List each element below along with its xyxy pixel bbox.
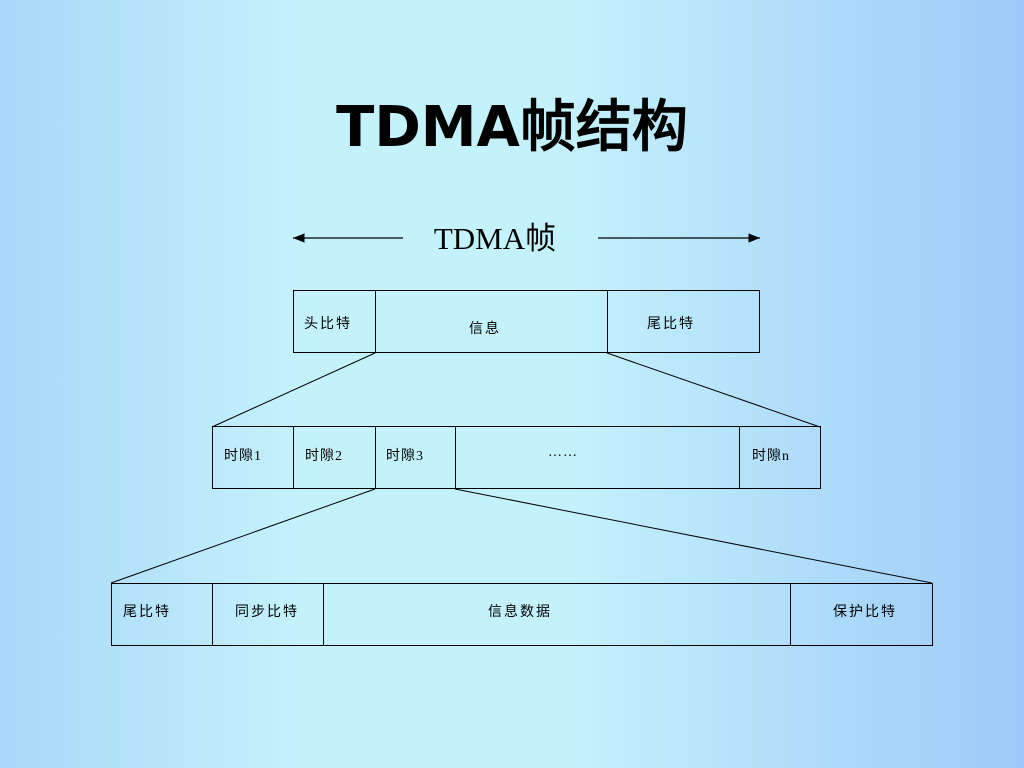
frame-info-label: 信息 [469, 321, 501, 337]
slot-guard-bits-label: 保护比特 [833, 604, 897, 620]
slot-3-cell: 时隙3 [375, 426, 456, 489]
frame-info-cell: 信息 [375, 290, 608, 353]
slot-tail-bits-label: 尾比特 [123, 604, 171, 620]
slot-1-cell: 时隙1 [212, 426, 294, 489]
slot-sync-bits-label: 同步比特 [235, 604, 299, 620]
slot-1-label: 时隙1 [224, 449, 262, 464]
slot-info-data-label: 信息数据 [488, 604, 552, 620]
slot-ellipsis-cell: …… [455, 426, 740, 489]
frame-head-bits-label: 头比特 [304, 316, 352, 332]
slot-3-label: 时隙3 [386, 449, 424, 464]
slot-guard-bits-cell: 保护比特 [790, 583, 933, 646]
frame-span-label: TDMA帧 [433, 221, 557, 256]
slot-sync-bits-cell: 同步比特 [212, 583, 324, 646]
slot-n-label: 时隙n [752, 449, 790, 464]
frame-tail-bits-cell: 尾比特 [607, 290, 760, 353]
frame-tail-bits-label: 尾比特 [647, 316, 695, 332]
zoom-line-slot3-left [110, 488, 376, 584]
slot-tail-bits-cell: 尾比特 [111, 583, 213, 646]
slot-ellipsis-label: …… [548, 445, 578, 460]
zoom-line-info-right [606, 352, 821, 428]
slot-2-label: 时隙2 [305, 449, 343, 464]
zoom-line-info-left [211, 352, 376, 428]
frame-head-bits-cell: 头比特 [293, 290, 376, 353]
slot-info-data-cell: 信息数据 [323, 583, 791, 646]
slot-n-cell: 时隙n [739, 426, 821, 489]
zoom-line-slot3-right [454, 488, 933, 584]
slide-title: TDMA帧结构 [336, 95, 688, 160]
slot-2-cell: 时隙2 [293, 426, 376, 489]
